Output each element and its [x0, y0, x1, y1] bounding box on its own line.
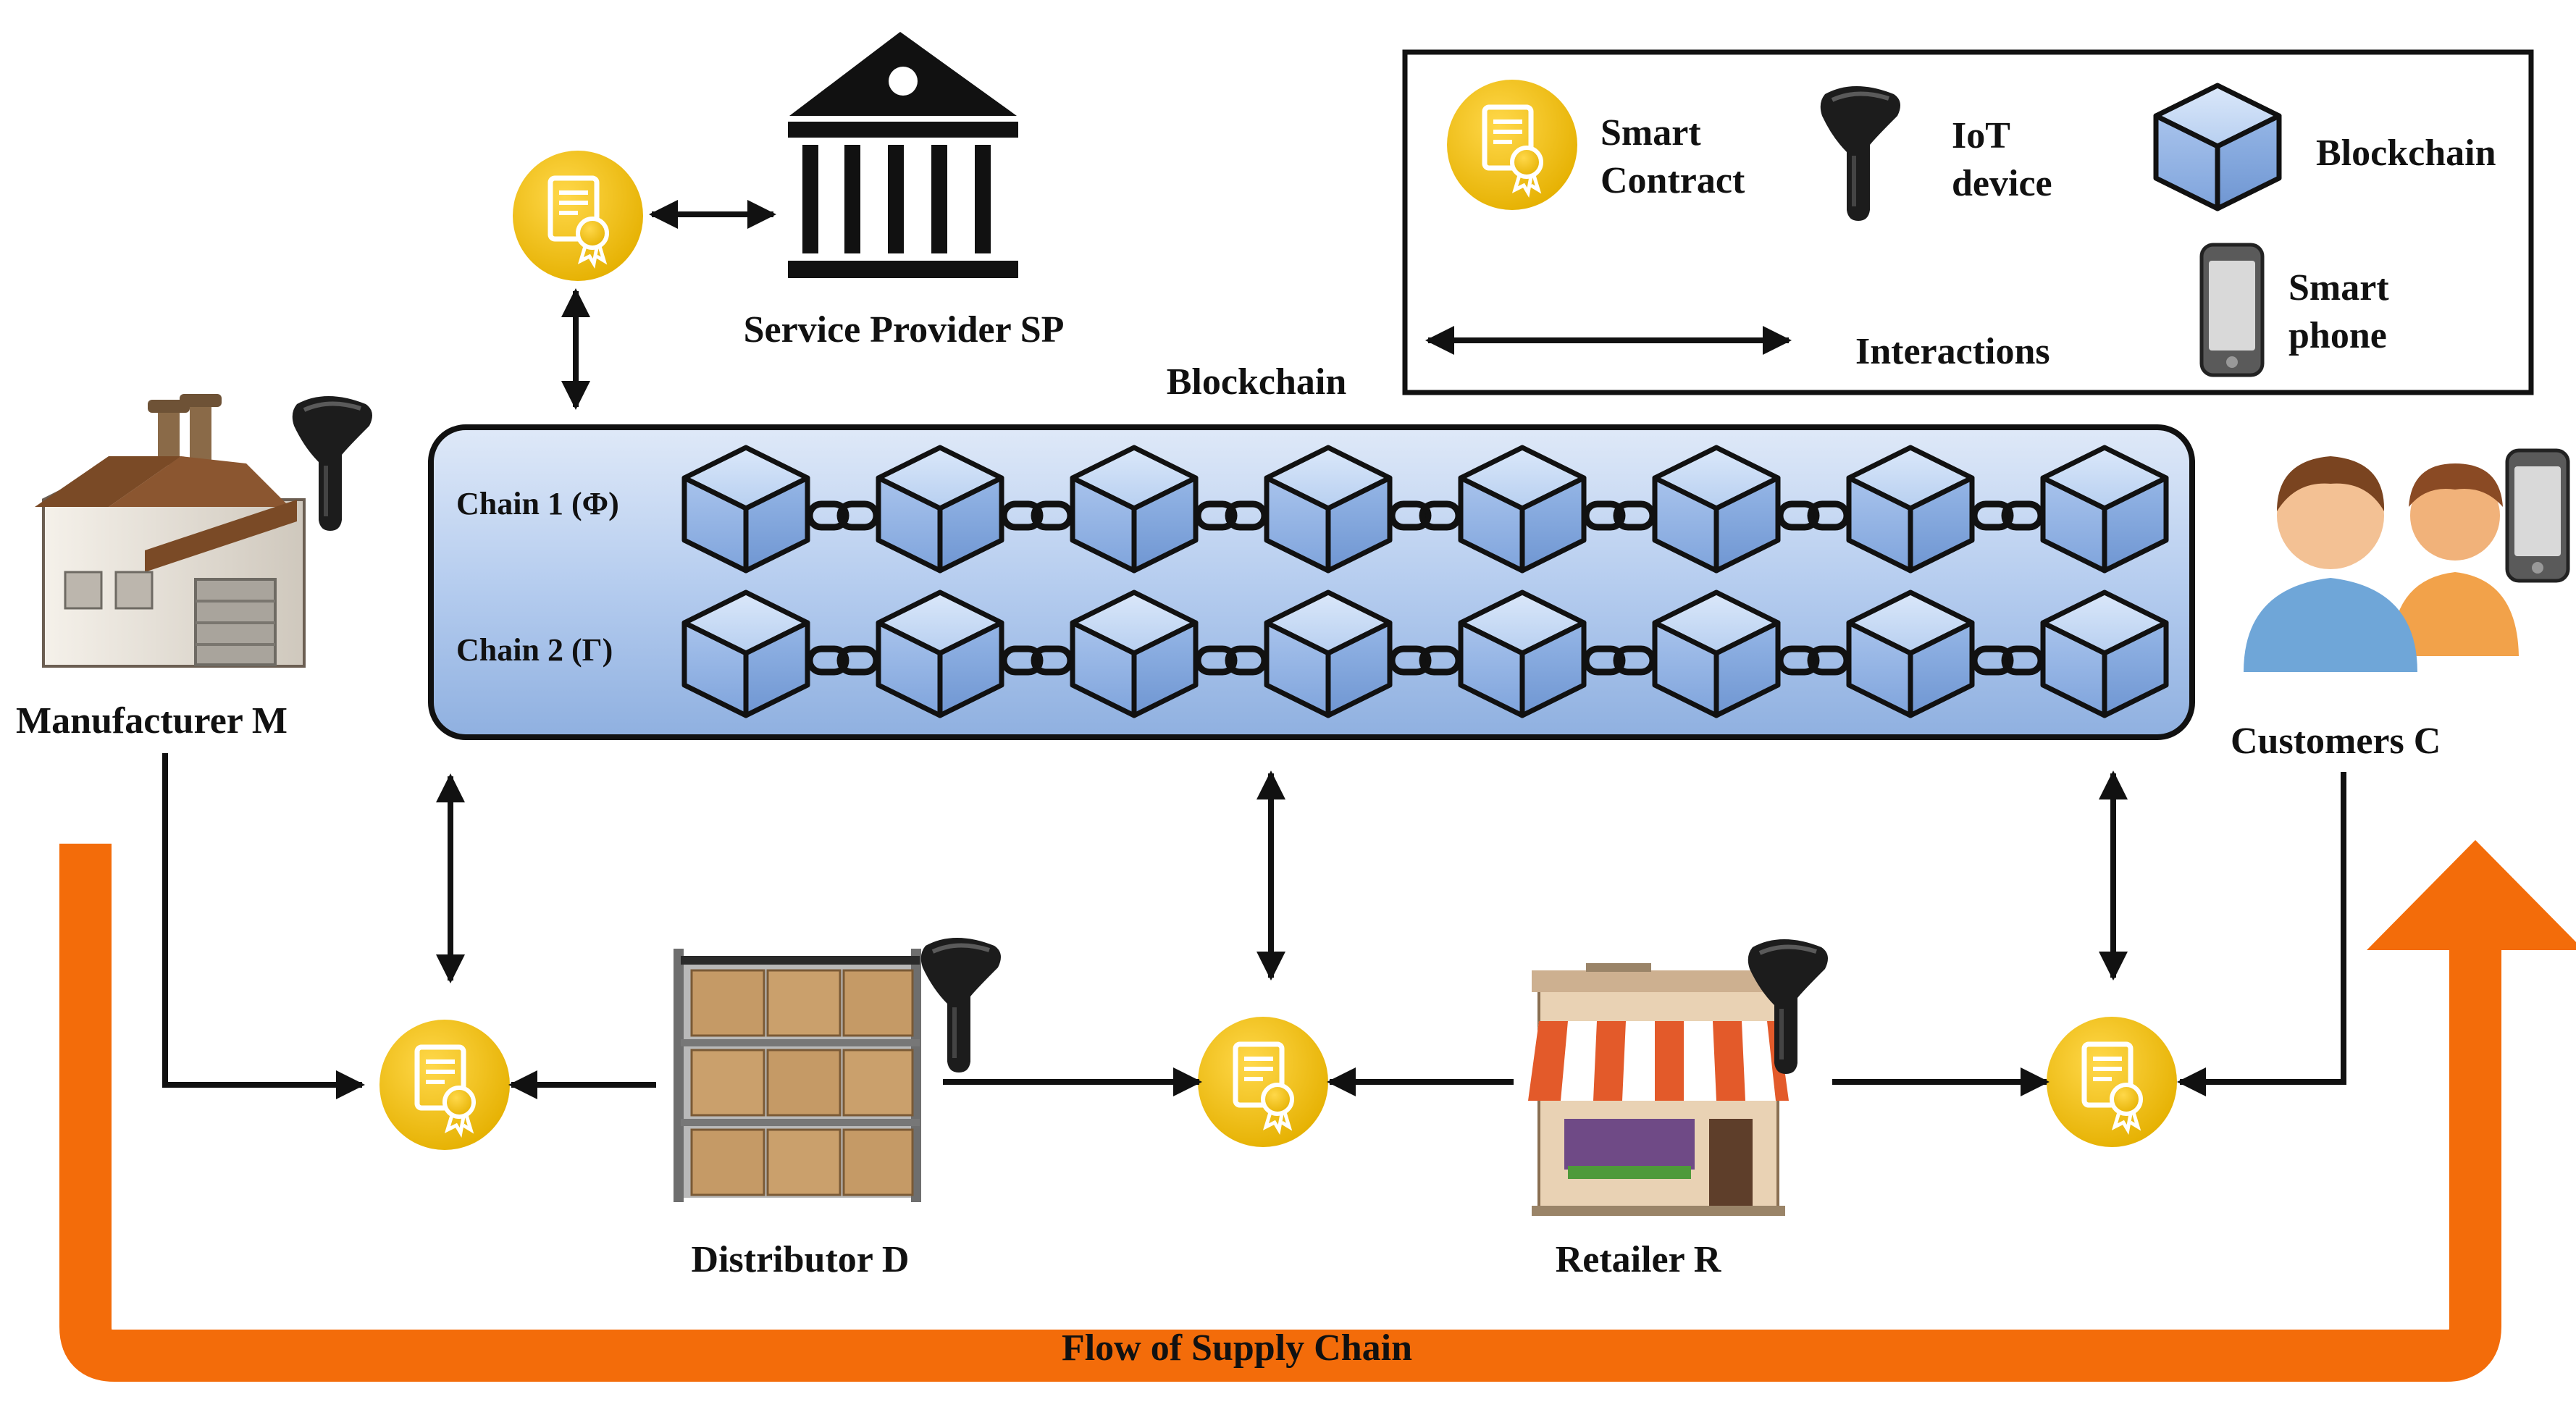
blockchain-title: Blockchain: [1167, 361, 1347, 403]
block-cube-icon: [1073, 592, 1196, 715]
block-cube-icon: [1655, 448, 1778, 571]
retailer-label: Retailer R: [1556, 1239, 1722, 1280]
block-cube-icon: [1461, 448, 1584, 571]
supply-flow-arrowhead: [2367, 840, 2576, 950]
block-cube-icon: [1267, 592, 1390, 715]
block-cube-icon: [1849, 448, 1972, 571]
block-cube-icon: [1073, 448, 1196, 571]
block-cube-icon: [1849, 592, 1972, 715]
customers-icon: [2244, 456, 2519, 672]
legend-blockchain-icon: [2156, 85, 2279, 209]
block-cube-icon: [1461, 592, 1584, 715]
supply-flow-path: [59, 844, 2501, 1382]
retailer-shop-icon: [1528, 963, 1789, 1216]
manufacturer-to-contract-arrow: [162, 753, 365, 1099]
service-provider-bank-icon: [788, 32, 1018, 278]
block-cube-icon: [1267, 448, 1390, 571]
chain-1-label: Chain 1 (Φ): [456, 486, 619, 521]
sp-contract-icon: [513, 151, 643, 281]
legend-interactions: Interactions: [1855, 331, 2050, 372]
block-cube-icon: [878, 592, 1002, 715]
distributor-label: Distributor D: [692, 1239, 910, 1280]
block-cube-icon: [684, 592, 807, 715]
block-cube-icon: [2043, 448, 2166, 571]
service-provider-label: Service Provider SP: [744, 309, 1065, 350]
rc-contract-icon: [2047, 1017, 2177, 1147]
block-cube-icon: [878, 448, 1002, 571]
md-contract-icon: [379, 1020, 510, 1150]
distributor-iot-icon: [921, 938, 1001, 1073]
customers-label: Customers C: [2231, 721, 2441, 762]
legend-blockchain: Blockchain: [2316, 133, 2496, 174]
customers-phone-icon: [2507, 450, 2568, 581]
manufacturer-factory-icon: [35, 394, 306, 668]
block-cube-icon: [2043, 592, 2166, 715]
block-cube-icon: [684, 448, 807, 571]
dr-contract-icon: [1198, 1017, 1328, 1147]
legend-contract-icon: [1447, 80, 1577, 210]
manufacturer-label: Manufacturer M: [16, 700, 288, 742]
block-cube-icon: [1655, 592, 1778, 715]
chain-2-label: Chain 2 (Γ): [456, 632, 613, 668]
customers-to-contract-arrow: [2177, 772, 2346, 1096]
distributor-shelf-icon: [674, 949, 921, 1202]
legend-phone-icon: [2202, 245, 2262, 375]
flow-label: Flow of Supply Chain: [1062, 1327, 1412, 1369]
